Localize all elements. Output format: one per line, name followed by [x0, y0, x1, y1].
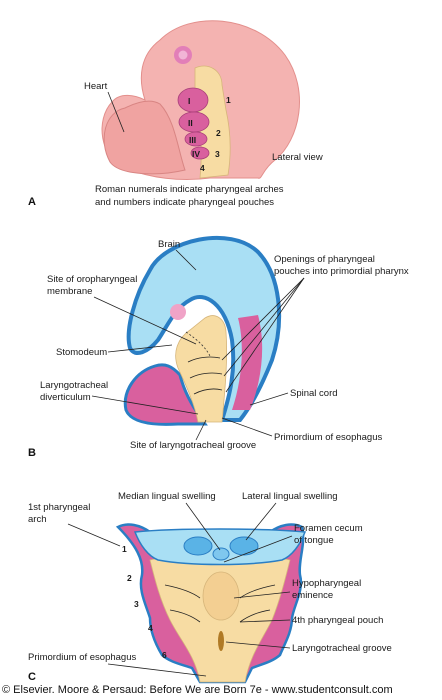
label-4th-pouch: 4th pharyngeal pouch: [292, 615, 383, 626]
pharynx-b: [175, 315, 228, 423]
arch-label-I: I: [188, 96, 190, 106]
label-openings-1: Openings of pharyngeal: [274, 254, 375, 265]
label-foramen-2: of tongue: [294, 535, 334, 546]
label-1st-arch-2: arch: [28, 514, 46, 525]
label-openings-2: pouches into primordial pharynx: [274, 266, 409, 277]
heart-bulge: [103, 100, 186, 175]
arch-label-II: II: [188, 118, 193, 128]
arch-IV: [190, 146, 210, 160]
c-arch-2: 2: [127, 573, 132, 583]
c-arch-6: 6: [162, 650, 167, 660]
label-stomodeum: Stomodeum: [56, 347, 107, 358]
arch-III: [184, 131, 208, 147]
panel-c: 1 2 3 4 6 Median lingual swelling Latera…: [28, 491, 392, 684]
label-1st-arch-1: 1st pharyngeal: [28, 502, 90, 513]
c-arch-1: 1: [122, 544, 127, 554]
tongue-region: [133, 528, 307, 566]
arch-I: [177, 87, 209, 113]
label-esophagus-c: Primordium of esophagus: [28, 652, 136, 663]
label-hypo-2: eminence: [292, 590, 333, 601]
panel-a: I II III IV 1 2 3 4 Heart Lateral view R…: [28, 20, 323, 208]
lateral-swelling-left: [183, 536, 213, 556]
arch-label-III: III: [189, 135, 196, 145]
label-spinal-cord: Spinal cord: [290, 388, 338, 399]
arch-II: [178, 111, 210, 133]
label-heart: Heart: [84, 81, 108, 92]
heart-region-b: [123, 363, 208, 426]
pouch-label-4: 4: [200, 163, 205, 173]
panel-b: Brain Openings of pharyngeal pouches int…: [28, 236, 409, 459]
pouch-label-1: 1: [226, 95, 231, 105]
laryngotracheal-groove-shape: [218, 631, 224, 651]
c-arch-4: 4: [148, 623, 153, 633]
panel-letter-b: B: [28, 447, 36, 459]
pouch-label-3: 3: [215, 149, 220, 159]
label-laryngo-1: Laryngotracheal: [40, 380, 108, 391]
label-esophagus-b: Primordium of esophagus: [274, 432, 382, 443]
label-laryngo-2: diverticulum: [40, 392, 91, 403]
panel-letter-a: A: [28, 196, 36, 208]
label-foramen-1: Foramen cecum: [294, 523, 363, 534]
note-line-1: Roman numerals indicate pharyngeal arche…: [95, 184, 284, 195]
pouch-label-2: 2: [216, 128, 221, 138]
label-laryngo-groove: Laryngotracheal groove: [292, 643, 392, 654]
label-oro-1: Site of oropharyngeal: [47, 274, 137, 285]
label-oro-2: membrane: [47, 286, 92, 297]
hypopharyngeal-eminence-shape: [202, 571, 240, 621]
lens-placode-b: [170, 304, 186, 320]
label-groove-site: Site of laryngotracheal groove: [130, 440, 256, 451]
note-line-2: and numbers indicate pharyngeal pouches: [95, 197, 274, 208]
copyright-credit: © Elsevier. Moore & Persaud: Before We a…: [2, 684, 393, 696]
label-brain: Brain: [158, 239, 180, 250]
lens-placode-a-inner: [178, 50, 188, 60]
label-median-swelling: Median lingual swelling: [118, 491, 216, 502]
lateral-swelling-right: [229, 536, 259, 556]
label-lateral-view: Lateral view: [272, 152, 323, 163]
label-hypo-1: Hypopharyngeal: [292, 578, 361, 589]
label-lateral-swelling: Lateral lingual swelling: [242, 491, 338, 502]
c-arch-3: 3: [134, 599, 139, 609]
panel-letter-c: C: [28, 671, 36, 683]
median-swelling: [212, 547, 230, 561]
arch-label-IV: IV: [192, 149, 200, 159]
